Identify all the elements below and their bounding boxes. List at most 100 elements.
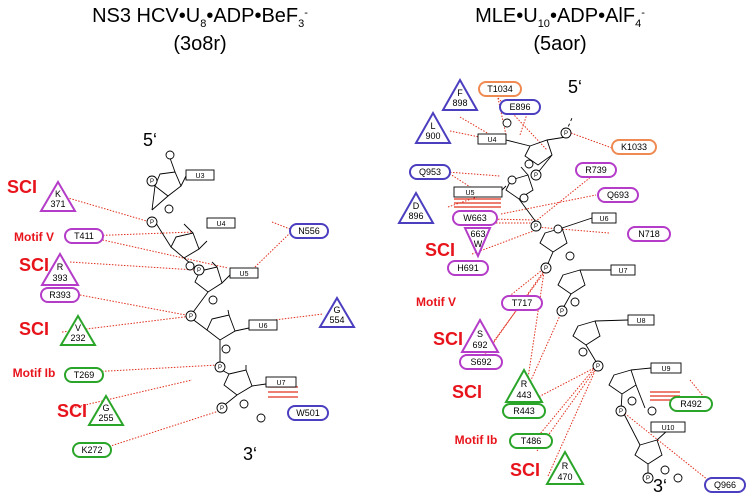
right-nuc-u9: U9 [662, 366, 671, 373]
left-nuc-u7: U7 [277, 380, 286, 387]
right-nuc-u5: U5 [466, 190, 475, 197]
left-rna-backbone [151, 157, 267, 408]
right-phosphates [530, 127, 654, 484]
svg-text:T411: T411 [74, 231, 94, 241]
right-residue-e896: E896 [499, 99, 541, 115]
svg-text:R393: R393 [49, 290, 71, 300]
right-five-prime: 5‘ [568, 77, 582, 97]
svg-text:N718: N718 [638, 229, 660, 239]
right-label-sci-3: SCI [452, 382, 482, 402]
right-residue-q953: Q953 [409, 164, 451, 180]
right-residue-r492: R492 [669, 396, 713, 412]
left-residue-t411: T411 [64, 228, 104, 244]
svg-text:P: P [560, 309, 564, 315]
right-residue-s692-triangle: S 692 [460, 317, 500, 353]
left-residue-r393: R393 [40, 287, 80, 303]
svg-text:443: 443 [516, 390, 531, 400]
right-residue-d896: D 896 [397, 190, 435, 224]
right-residue-s692: S692 [459, 354, 503, 370]
right-label-sci-4: SCI [510, 460, 540, 480]
svg-text:P: P [646, 476, 650, 482]
svg-text:393: 393 [52, 273, 67, 283]
right-three-prime: 3‘ [653, 476, 667, 496]
right-residue-r443-triangle: R 443 [504, 367, 544, 403]
left-label-sci-3: SCI [19, 319, 49, 339]
svg-text:P: P [218, 365, 222, 371]
left-residue-r393-triangle: R 393 [40, 252, 80, 286]
svg-text:E896: E896 [509, 102, 530, 112]
right-title: MLE•U10•ADP•AlF4- [475, 5, 645, 30]
left-nuc-u5: U5 [240, 271, 249, 278]
svg-text:L: L [430, 121, 435, 131]
svg-text:P: P [544, 266, 548, 272]
right-sugar-hydroxyls [502, 118, 683, 483]
triangle-shape [463, 227, 492, 259]
right-residue-l900: L 900 [414, 110, 452, 144]
svg-text:K272: K272 [81, 445, 102, 455]
left-residue-w501: W501 [287, 405, 329, 421]
left-label-motif-ib: Motif Ib [13, 366, 56, 380]
svg-text:Q693: Q693 [607, 190, 629, 200]
svg-text:W: W [474, 239, 483, 249]
right-residue-q966: Q966 [704, 477, 746, 493]
right-stacking-lines [454, 198, 680, 401]
triangle-shape [40, 252, 80, 286]
svg-text:663: 663 [470, 229, 485, 239]
svg-text:P: P [534, 173, 538, 179]
svg-text:P: P [220, 406, 224, 412]
svg-text:P: P [150, 179, 154, 185]
left-label-motif-v: Motif V [14, 230, 54, 244]
svg-text:T269: T269 [74, 370, 95, 380]
svg-text:V: V [75, 323, 81, 333]
triangle-shape [460, 317, 500, 353]
svg-text:P: P [534, 224, 538, 230]
right-pdb-id: (5aor) [533, 33, 586, 55]
left-panel: NS3 HCV•U8•ADP•BeF3- (3o8r) 5‘ 3‘ [7, 5, 356, 464]
left-residue-v232: V 232 [59, 314, 97, 346]
right-residue-r443: R443 [502, 403, 546, 419]
svg-text:H691: H691 [457, 263, 479, 273]
svg-text:T486: T486 [521, 436, 542, 446]
svg-text:898: 898 [452, 98, 467, 108]
left-residue-g554: G 554 [318, 296, 356, 328]
left-residue-k371: K 371 [39, 180, 77, 212]
right-nuc-u4: U4 [488, 137, 497, 144]
right-nucleotide-boxes [453, 133, 686, 433]
svg-text:F: F [457, 88, 463, 98]
triangle-shape [39, 180, 77, 212]
svg-text:P: P [197, 268, 201, 274]
right-residue-w663-triangle: 663 W [463, 227, 492, 259]
triangle-shape [87, 394, 125, 426]
svg-text:Q953: Q953 [419, 167, 441, 177]
left-label-sci-4: SCI [57, 401, 87, 421]
left-residue-k272: K272 [72, 442, 112, 458]
left-sugar-hydroxyls [164, 150, 266, 423]
left-residue-t269: T269 [64, 367, 104, 383]
svg-text:N556: N556 [298, 226, 320, 236]
svg-text:S: S [477, 329, 483, 339]
svg-text:P: P [150, 220, 154, 226]
triangle-shape [545, 449, 585, 485]
svg-text:K: K [55, 189, 61, 199]
triangle-shape [59, 314, 97, 346]
right-label-sci-1: SCI [425, 240, 455, 260]
svg-text:R: R [521, 379, 528, 389]
right-nuc-u7: U7 [619, 268, 628, 275]
svg-text:R492: R492 [680, 399, 702, 409]
left-five-prime: 5‘ [143, 130, 157, 150]
left-label-sci-1: SCI [7, 177, 37, 197]
svg-text:P: P [564, 131, 568, 137]
right-label-motif-ib: Motif Ib [455, 433, 498, 447]
svg-text:371: 371 [50, 199, 65, 209]
right-residue-r739: R739 [575, 162, 617, 178]
svg-text:P: P [189, 314, 193, 320]
right-nuc-u6: U6 [600, 216, 609, 223]
svg-text:D: D [413, 201, 420, 211]
triangle-shape [504, 367, 544, 403]
svg-text:896: 896 [408, 211, 423, 221]
triangle-shape [397, 190, 435, 224]
svg-text:T1034: T1034 [487, 84, 513, 94]
svg-text:W663: W663 [463, 213, 487, 223]
left-phosphate-labels: P P P P P P [150, 179, 224, 412]
svg-text:554: 554 [329, 315, 344, 325]
